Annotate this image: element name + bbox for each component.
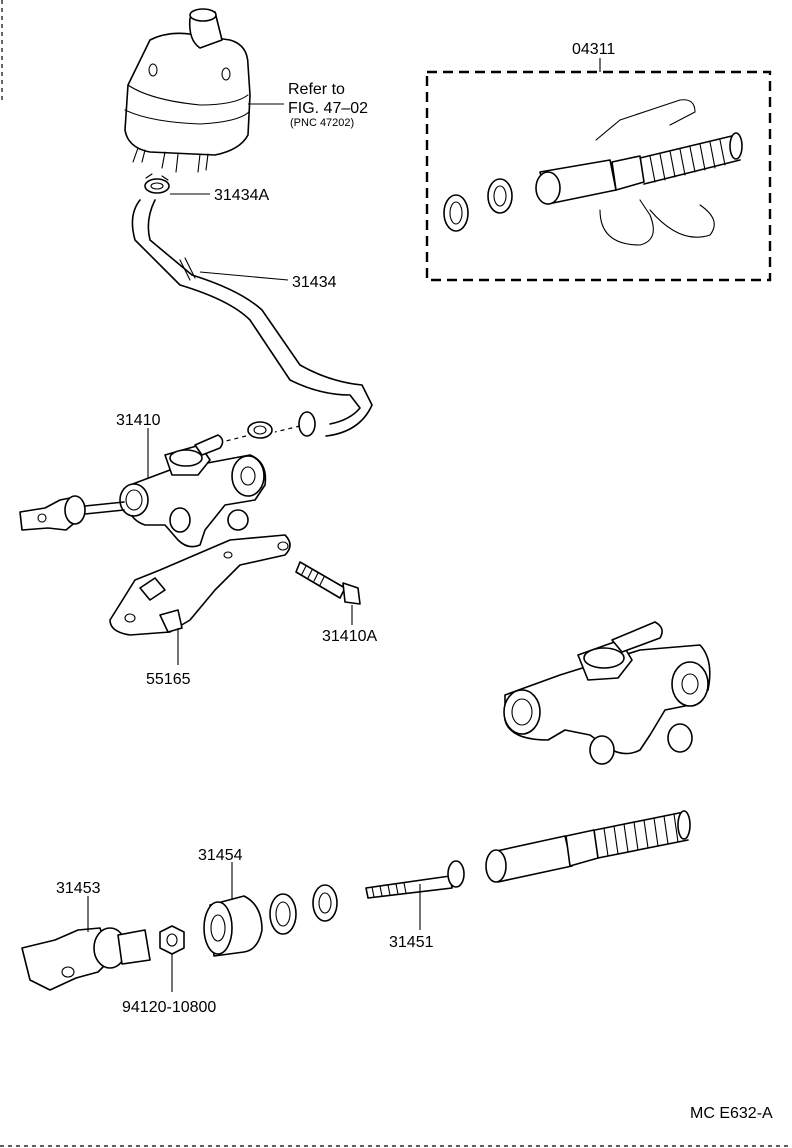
hose-icon [131, 199, 373, 437]
reservoir-tank-icon [124, 8, 251, 173]
master-cylinder-label: 31410 [116, 412, 161, 429]
clevis-icon [21, 927, 151, 991]
piston-icon [203, 895, 263, 957]
push-rod-assembly-icon [19, 495, 125, 531]
bolt-label: 31410A [322, 628, 377, 645]
clevis-label: 31453 [56, 880, 101, 897]
hose-clip-icon [144, 173, 170, 194]
master-cylinder-body-icon [503, 621, 711, 765]
nut-label: 94120-10800 [122, 999, 216, 1016]
piston-label: 31454 [198, 847, 243, 864]
refer-text-2: FIG. 47–02 [288, 100, 368, 117]
kit-box [425, 70, 772, 282]
washer-icon [312, 884, 338, 922]
push-rod-icon [365, 860, 465, 899]
bracket-icon [109, 534, 291, 636]
nut-icon [159, 925, 185, 955]
hose-label: 31434 [292, 274, 337, 291]
refer-text-3: (PNC 47202) [290, 117, 354, 129]
push-rod-label: 31451 [389, 934, 434, 951]
bracket-label: 55165 [146, 671, 191, 688]
kit-label: 04311 [572, 41, 615, 58]
snap-ring-icon [269, 893, 297, 935]
hose-leader [199, 271, 289, 281]
refer-text-1: Refer to [288, 81, 345, 98]
figure-code: MC E632-A [690, 1105, 773, 1122]
hose-clip-2-icon [247, 421, 273, 439]
plunger-spring-icon [485, 810, 691, 883]
master-cylinder-icon [119, 434, 267, 548]
kit-parts-icon [443, 99, 743, 246]
bolt-icon [295, 561, 361, 605]
clip-label: 31434A [214, 187, 269, 204]
